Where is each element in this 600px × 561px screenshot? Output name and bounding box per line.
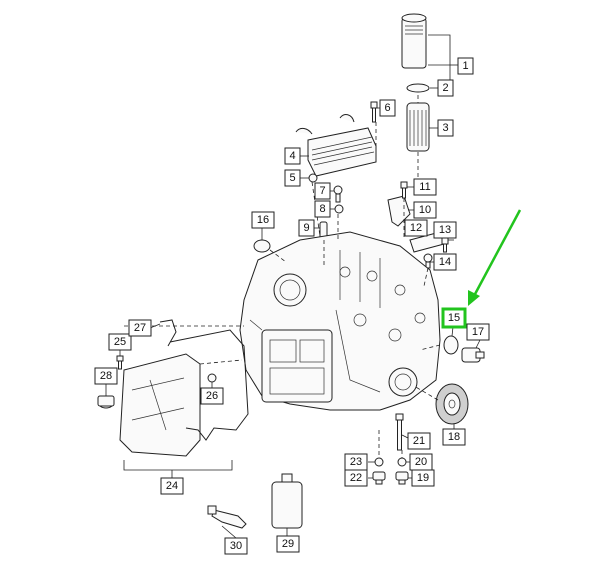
callout-26: 26 [200,387,224,405]
callout-1: 1 [457,57,474,75]
plug-part-14 [423,253,433,269]
seal-part-16 [253,239,271,253]
gear-part-18 [435,383,469,425]
transmission-housing [239,231,441,411]
gasket-part [169,329,249,441]
svg-text:5: 5 [289,172,295,184]
svg-text:22: 22 [350,472,362,484]
bolt-part-6 [370,101,378,123]
plug-part-28 [97,395,115,409]
bolt-part-21 [395,413,404,451]
svg-text:28: 28 [100,370,112,382]
svg-text:26: 26 [206,390,218,402]
svg-text:15: 15 [448,312,460,324]
svg-text:1: 1 [462,60,468,72]
svg-text:9: 9 [303,222,309,234]
svg-text:18: 18 [448,431,460,443]
callout-28: 28 [94,367,118,385]
seal-part-15 [443,335,459,355]
callout-19: 19 [411,469,435,487]
oil-bottle-part [271,473,303,529]
callout-30: 30 [224,537,248,555]
svg-text:11: 11 [419,181,430,193]
sealant-tube-part [207,505,247,529]
callout-18: 18 [442,428,466,446]
callout-10: 10 [413,201,437,219]
callout-23: 23 [344,453,368,471]
filter-housing-part [401,13,427,69]
plug-part-22 [372,471,386,485]
callout-5: 5 [284,169,301,187]
svg-text:24: 24 [166,480,178,492]
svg-text:16: 16 [257,214,269,226]
svg-text:8: 8 [319,203,325,215]
callout-24: 24 [160,477,184,495]
svg-text:13: 13 [439,224,451,236]
seal-part-5 [308,173,318,183]
svg-text:23: 23 [350,456,362,468]
svg-text:25: 25 [114,336,126,348]
svg-text:7: 7 [319,185,325,197]
callout-11: 11 [413,178,437,196]
svg-text:12: 12 [410,222,422,234]
plug-part-17 [461,347,485,363]
bolt-part-25 [116,355,124,370]
o-ring-part [406,83,430,93]
svg-text:2: 2 [442,82,448,94]
callout-12: 12 [404,219,428,237]
seal-part-8 [334,204,344,214]
svg-text:3: 3 [442,122,448,134]
callout-7: 7 [314,182,331,200]
svg-text:27: 27 [134,322,146,334]
seal-part-20 [397,457,407,467]
svg-text:21: 21 [413,435,425,447]
oil-cooler-part [295,114,377,177]
callout-6: 6 [379,99,396,117]
svg-text:14: 14 [439,256,451,268]
svg-text:6: 6 [384,102,390,114]
svg-text:17: 17 [472,326,484,338]
callout-4: 4 [284,147,301,165]
svg-text:20: 20 [415,456,427,468]
callout-29: 29 [276,535,300,553]
callout-3: 3 [437,119,454,137]
svg-text:29: 29 [282,538,294,550]
svg-text:30: 30 [230,540,242,552]
alignment-lines [124,95,441,458]
seal-part-23 [374,457,384,467]
callout-27: 27 [128,319,152,337]
callout-8: 8 [314,200,331,218]
callout-9: 9 [298,219,315,237]
plug-part-7 [333,185,343,203]
callout-16: 16 [251,211,275,229]
svg-text:10: 10 [419,204,431,216]
callout-25: 25 [108,333,132,351]
filter-element-part [406,102,430,152]
callout-14: 14 [433,253,457,271]
leader-lines [105,34,481,539]
svg-text:19: 19 [417,472,429,484]
bolt-part-13 [441,237,449,253]
highlight-arrow [468,209,522,306]
callout-20: 20 [409,453,433,471]
callout-13: 13 [433,221,457,239]
callout-15-highlighted: 15 [441,307,467,329]
magnet-part-26 [207,373,217,383]
callout-21: 21 [407,432,431,450]
callout-17: 17 [466,323,490,341]
svg-text:4: 4 [289,150,295,162]
callout-22: 22 [344,469,368,487]
plug-part-19 [395,471,409,485]
callout-2: 2 [437,79,454,97]
oil-pan-part [119,353,201,457]
strainer-part-27 [159,319,177,347]
bolt-part-11 [400,181,408,199]
